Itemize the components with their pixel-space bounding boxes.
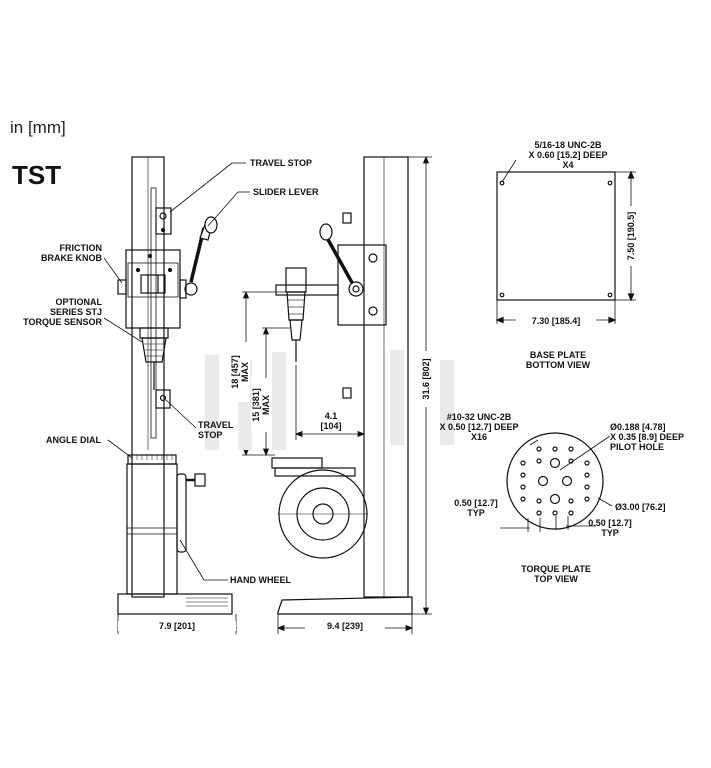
leader-lines [103,159,613,581]
base-plate-view [495,170,636,324]
offset-dim: 4.1[104] [320,411,342,431]
angle-dial-label: ANGLE DIAL [46,435,101,445]
travel-15-dim: 15 [381]MAX [251,378,271,432]
spacing-left-dim: 0.50 [12.7]TYP [454,498,498,518]
hand-wheel-label: HAND WHEEL [230,575,291,585]
model-title: TST [12,160,62,190]
base-width-dim: 7.30 [185.4] [516,316,596,326]
slider-lever-label: SLIDER LEVER [253,187,319,197]
travel-stop-top-label: TRAVEL STOP [250,158,313,168]
front-view [117,156,233,615]
plate-diameter-dim: Ø3.00 [76.2] [615,502,666,512]
front-width-dim: 7.9 [201] [118,621,236,631]
side-width-dim: 9.4 [239] [305,621,385,631]
spacing-bottom-dim: 0.50 [12.7]TYP [588,518,632,538]
total-height-dim: 31.6 [802] [421,351,431,407]
base-height-dim: 7.50 [190.5] [626,206,636,266]
units-label: in [mm] [10,118,66,137]
travel-18-dim: 18 [457]MAX [230,342,250,402]
side-view [271,156,413,615]
torque-plate-view [500,432,604,532]
